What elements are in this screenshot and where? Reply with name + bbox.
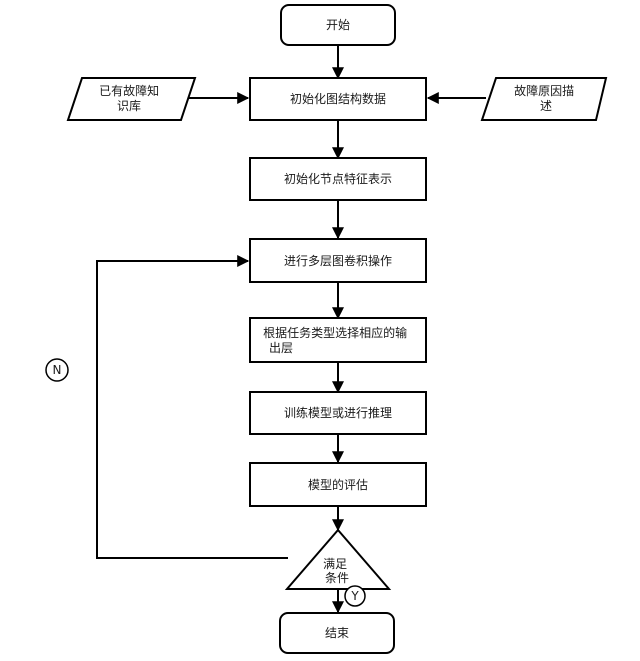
train-node-text: 训练模型或进行推理 — [284, 405, 392, 420]
decision-line-1: 满足 — [323, 557, 347, 571]
evaluate-node-text: 模型的评估 — [308, 477, 368, 492]
kb-input-line-1: 已有故障知 — [99, 83, 159, 98]
output-layer-node: 根据任务类型选择相应的输 出层 — [249, 317, 427, 363]
cause-input-line-1: 故障原因描 — [514, 83, 574, 98]
init-graph-node-text: 初始化图结构数据 — [290, 91, 386, 106]
yes-label: Y — [344, 585, 366, 607]
init-nodes-node-text: 初始化节点特征表示 — [284, 171, 392, 186]
yes-label-text: Y — [350, 589, 359, 603]
decision-node: 满足 条件 — [284, 528, 392, 590]
edge-decision-no-loop — [96, 255, 288, 559]
no-label: N — [45, 358, 69, 382]
kb-input-node: 已有故障知 识库 — [66, 77, 197, 121]
gcn-node-text: 进行多层图卷积操作 — [284, 253, 392, 268]
end-node-text: 结束 — [325, 626, 349, 640]
no-label-text: N — [53, 363, 62, 377]
kb-input-line-2: 识库 — [117, 98, 141, 113]
cause-input-line-2: 述 — [540, 99, 552, 113]
gcn-node: 进行多层图卷积操作 — [249, 238, 427, 283]
evaluate-node: 模型的评估 — [249, 462, 427, 507]
cause-input-node-text: 故障原因描 述 — [514, 83, 578, 113]
output-layer-line-1: 根据任务类型选择相应的输 — [263, 325, 407, 340]
edges — [96, 45, 486, 614]
init-graph-node: 初始化图结构数据 — [249, 77, 427, 121]
cause-input-node: 故障原因描 述 — [480, 77, 608, 121]
decision-line-2: 条件 — [325, 571, 349, 585]
kb-input-node-text: 已有故障知 识库 — [99, 83, 163, 113]
train-node: 训练模型或进行推理 — [249, 391, 427, 435]
start-node-text: 开始 — [326, 18, 350, 32]
output-layer-node-text: 根据任务类型选择相应的输 出层 — [263, 325, 411, 355]
init-nodes-node: 初始化节点特征表示 — [249, 157, 427, 201]
end-node: 结束 — [279, 612, 395, 654]
output-layer-line-2: 出层 — [269, 341, 293, 355]
decision-node-text: 满足 条件 — [323, 557, 351, 585]
start-node: 开始 — [280, 4, 396, 46]
